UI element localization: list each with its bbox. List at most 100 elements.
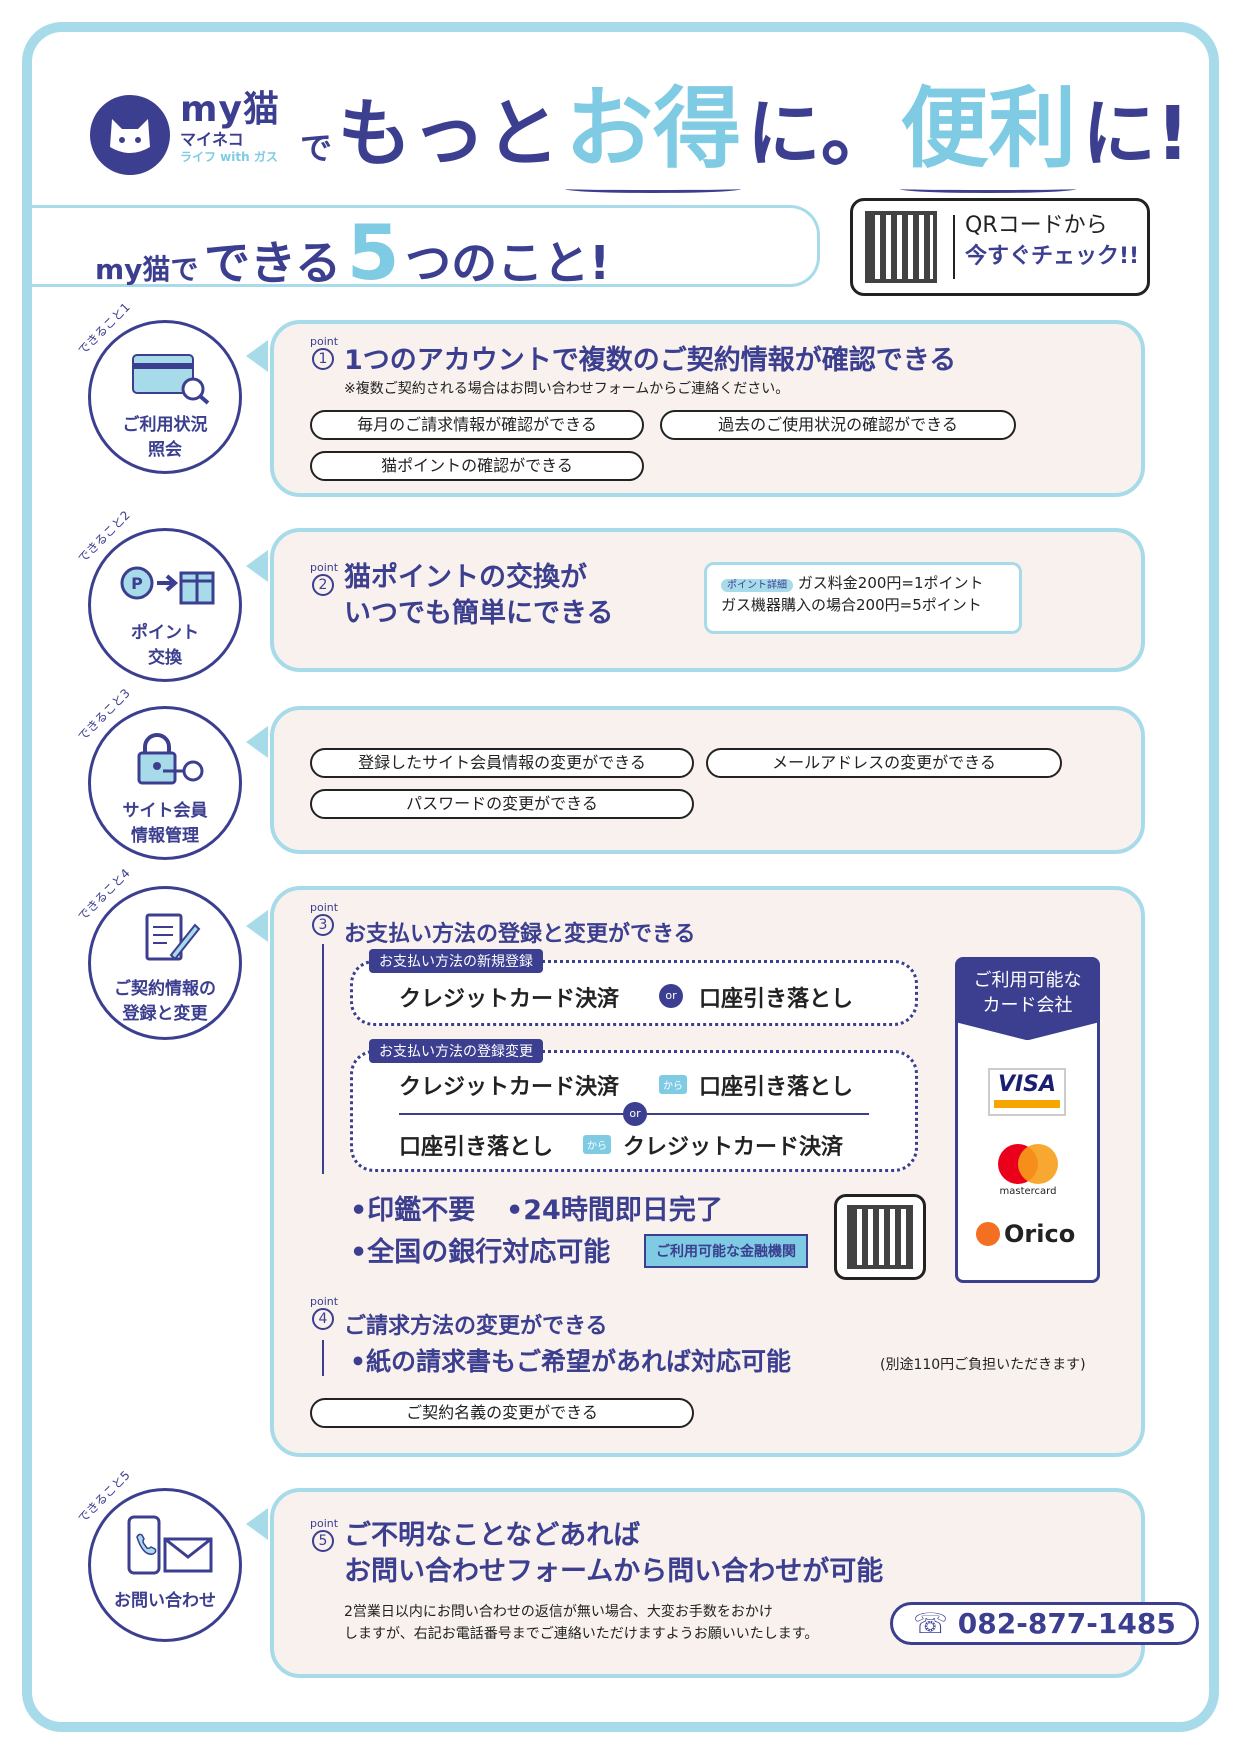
- guide-line: [322, 944, 324, 1174]
- headline-benri: 便利: [900, 58, 1077, 193]
- feature-pill: メールアドレスの変更ができる: [706, 748, 1062, 778]
- subtitle-prefix: my猫で: [95, 253, 199, 286]
- benefit-24h: •24時間即日完了: [506, 1195, 723, 1226]
- point-label: point: [310, 335, 339, 348]
- logo-main-text: my猫: [180, 89, 280, 130]
- badge-label-line: 照会: [148, 439, 182, 460]
- badge-label: サイト会員 情報管理: [88, 799, 242, 848]
- section-3-panel: 登録したサイト会員情報の変更ができる メールアドレスの変更ができる パスワードの…: [270, 706, 1145, 854]
- feature-pill: 毎月のご請求情報が確認ができる: [310, 410, 644, 440]
- headline: で もっと お得 に。 便利 に!: [300, 58, 1200, 193]
- badge-label-line: ポイント: [131, 623, 199, 643]
- badge-label: お問い合わせ: [88, 1589, 242, 1614]
- badge-label-line: 情報管理: [131, 825, 199, 846]
- point-digit: 2: [312, 574, 334, 596]
- point-label: point: [310, 561, 339, 574]
- lock-key-icon: [137, 733, 204, 785]
- headline-ni1: に。: [746, 91, 895, 177]
- badge-contact: お問い合わせ: [88, 1488, 242, 1642]
- visa-bar: [994, 1100, 1060, 1108]
- qr-callout[interactable]: QRコードから 今すぐチェック!!: [850, 198, 1150, 296]
- headline-otoku-text: お得: [565, 77, 742, 180]
- phone-mail-icon: [127, 1515, 213, 1575]
- title-line: ご不明なことなどあれば: [344, 1520, 641, 1551]
- point-digit: 5: [312, 1530, 334, 1552]
- point-label: point: [310, 901, 339, 914]
- subtitle-text: my猫で できる 5 つのこと!: [95, 208, 610, 297]
- new-registration-box: お支払い方法の新規登録 クレジットカード決済 or 口座引き落とし: [350, 949, 918, 1026]
- payment-bank: 口座引き落とし: [699, 987, 854, 1012]
- pointer-arrow: [246, 910, 268, 942]
- point-label: point: [310, 1517, 339, 1530]
- mastercard-text: mastercard: [999, 1186, 1057, 1197]
- point-digit: 3: [312, 914, 334, 936]
- badge-label-line: 交換: [148, 647, 182, 668]
- headline-motto: もっと: [337, 91, 560, 177]
- mastercard-orange-circle: [1018, 1144, 1058, 1184]
- from-arrow-icon: から: [583, 1135, 611, 1154]
- detail-line: ガス機器購入の場合200円=5ポイント: [721, 595, 982, 614]
- pointer-arrow: [246, 340, 268, 372]
- payment-credit: クレジットカード決済: [623, 1135, 844, 1160]
- note-line: しますが、右記お電話番号までご連絡いただけますようお願いいたします。: [344, 1625, 819, 1642]
- qr-line2: 今すぐチェック!!: [965, 243, 1140, 269]
- feature-pill: 猫ポイントの確認ができる: [310, 451, 644, 481]
- card-head-line: ご利用可能な: [973, 970, 1082, 991]
- headline-ni2: に!: [1081, 91, 1190, 177]
- feature-pill: パスワードの変更ができる: [310, 789, 694, 819]
- or-badge: or: [659, 984, 683, 1008]
- qr-code-icon[interactable]: [865, 211, 937, 283]
- pointer-arrow: [246, 726, 268, 758]
- card-head-line: カード会社: [982, 995, 1073, 1017]
- feature-pill: 過去のご使用状況の確認ができる: [660, 410, 1016, 440]
- benefit-banks: •全国の銀行対応可能: [350, 1237, 611, 1268]
- card-company-panel: ご利用可能な カード会社 VISA mastercard Orico: [955, 957, 1100, 1283]
- subtitle-dekiru: できる: [204, 236, 342, 290]
- orico-text: Orico: [1004, 1220, 1076, 1248]
- point-gift-icon: P: [120, 566, 215, 605]
- badge-label: ご利用状況 照会: [88, 413, 242, 462]
- badge-usage: ご利用状況 照会: [88, 320, 242, 474]
- qr-code-icon[interactable]: [847, 1205, 913, 1269]
- feature-pill: ご契約名義の変更ができる: [310, 1398, 694, 1428]
- phone-number[interactable]: ☏ 082-877-1485: [890, 1602, 1199, 1645]
- detail-line: ガス料金200円=1ポイント: [797, 574, 984, 592]
- or-badge: or: [623, 1102, 647, 1126]
- from-arrow-icon: から: [659, 1075, 687, 1094]
- card-company-header: ご利用可能な カード会社: [958, 960, 1097, 1041]
- headline-de: で: [300, 129, 333, 167]
- credit-card-search-icon: [132, 354, 210, 405]
- title-line: 猫ポイントの交換が: [344, 562, 587, 593]
- logo-sub-text: マイネコ: [180, 130, 244, 149]
- badge-label: ご契約情報の 登録と変更: [88, 977, 242, 1026]
- point-detail-box: ポイント詳細 ガス料金200円=1ポイント ガス機器購入の場合200円=5ポイン…: [704, 562, 1022, 634]
- wave-underline: [900, 185, 1077, 193]
- visa-text: VISA: [997, 1072, 1057, 1097]
- mastercard-logo: mastercard: [988, 1144, 1068, 1197]
- paper-bill-note: (別途110円ご負担いただきます): [880, 1357, 1086, 1373]
- badge-label-line: 登録と変更: [122, 1003, 208, 1024]
- section-1-note: ※複数ご契約される場合はお問い合わせフォームからご連絡ください。: [344, 381, 790, 397]
- payment-bank: 口座引き落とし: [399, 1135, 554, 1160]
- bank-qr-box[interactable]: [834, 1194, 926, 1280]
- svg-text:P: P: [131, 574, 143, 593]
- new-registration-tag: お支払い方法の新規登録: [369, 949, 543, 973]
- point-label: point: [310, 1295, 339, 1308]
- pointer-arrow: [246, 1508, 268, 1540]
- contract-pen-icon: [145, 913, 201, 961]
- orico-dot-icon: [976, 1222, 1000, 1246]
- contact-note: 2営業日以内にお問い合わせの返信が無い場合、大変お手数をおかけ しますが、右記お…: [344, 1602, 818, 1645]
- guide-line: [322, 1340, 324, 1376]
- section-2-title: 猫ポイントの交換が いつでも簡単にできる: [344, 560, 613, 633]
- pointer-arrow: [246, 550, 268, 582]
- subtitle-banner: [30, 205, 820, 287]
- badge-label-line: ご契約情報の: [114, 979, 216, 999]
- subtitle-number: 5: [346, 208, 400, 297]
- paper-bill-text: •紙の請求書もご希望があれば対応可能: [350, 1347, 791, 1376]
- change-registration-box: お支払い方法の登録変更 クレジットカード決済 から 口座引き落とし or 口座引…: [350, 1039, 918, 1172]
- bank-list-link[interactable]: ご利用可能な金融機関: [644, 1234, 808, 1268]
- point-detail-tag: ポイント詳細: [721, 579, 793, 592]
